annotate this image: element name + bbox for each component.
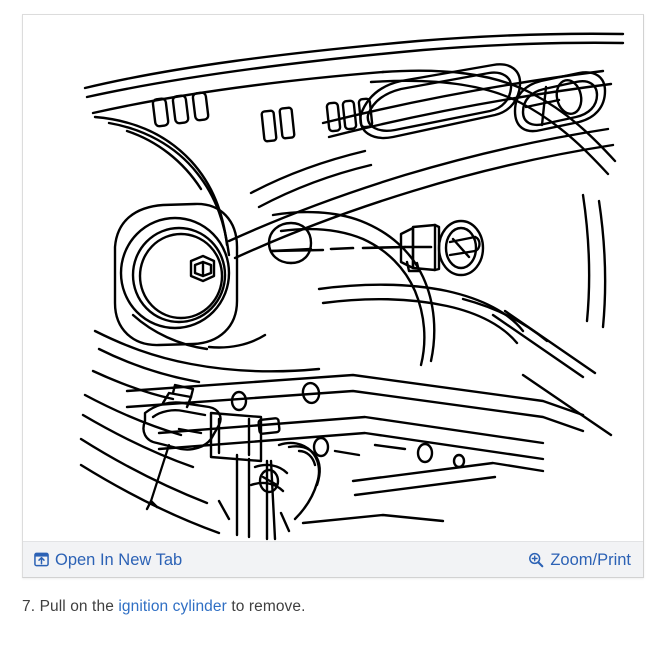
open-in-new-tab-icon [34,552,49,567]
step-number: 7. [22,598,36,615]
figure-toolbar: Open In New Tab Zoom/Print [23,541,643,577]
step-caption: 7. Pull on the ignition cylinder to remo… [22,597,632,618]
caption-text-before: Pull on the [39,598,114,615]
ignition-cylinder-link[interactable]: ignition cylinder [118,598,227,615]
figure-card: Open In New Tab Zoom/Print [22,14,644,578]
diagram-image[interactable] [23,15,643,542]
open-in-new-tab-button[interactable]: Open In New Tab [34,551,182,568]
magnifier-plus-icon [528,552,544,568]
dashboard-line-drawing [79,32,625,541]
caption-text-after: to remove. [231,598,306,615]
zoom-print-label: Zoom/Print [550,551,631,570]
open-in-new-tab-label: Open In New Tab [55,551,183,570]
zoom-print-button[interactable]: Zoom/Print [528,551,631,568]
